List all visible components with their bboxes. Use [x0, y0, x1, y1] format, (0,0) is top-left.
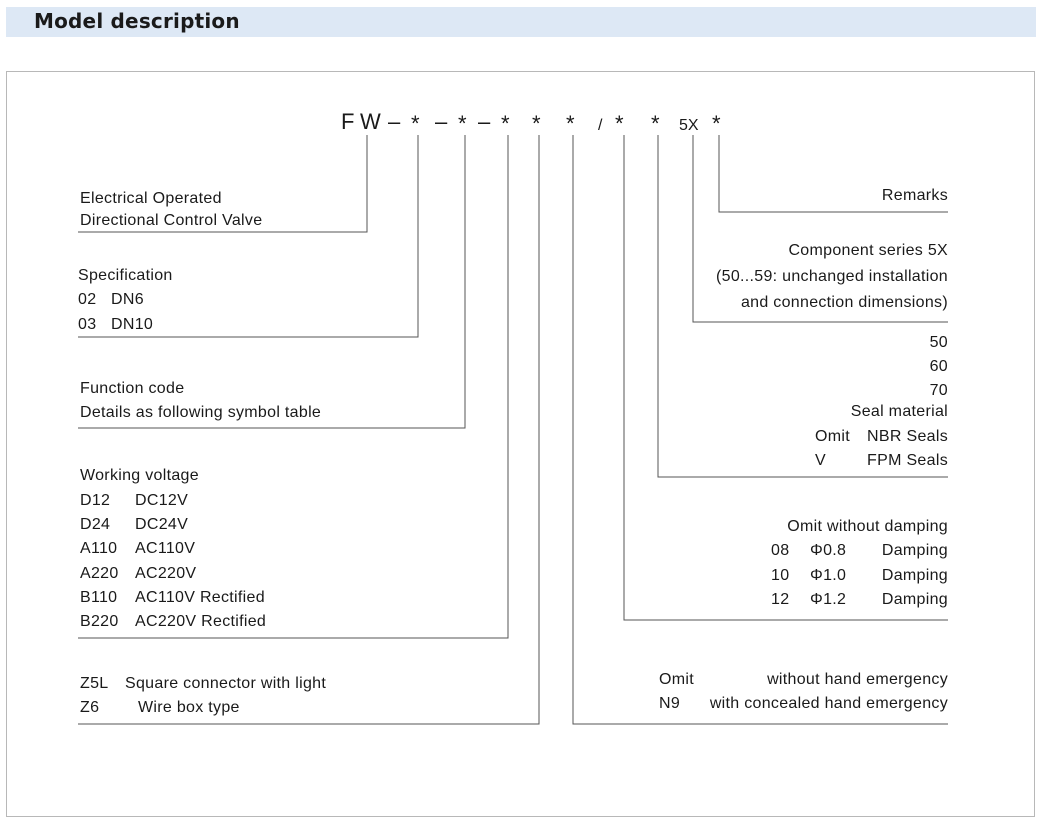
line-connector [78, 135, 540, 725]
connector-value: Wire box type [138, 699, 240, 716]
seal-value: NBR Seals [867, 428, 948, 445]
connector-code: Z6 [80, 699, 100, 716]
section-title: Model description [34, 9, 240, 33]
seal-code: V [815, 452, 826, 469]
damping-label: Damping [881, 542, 948, 559]
code-series: 5X [679, 117, 699, 134]
code-placeholder: * [458, 111, 467, 136]
component-line: Component series 5X [788, 242, 948, 259]
voltage-code: D24 [80, 516, 111, 533]
line-emergency [572, 135, 948, 725]
voltage-code: A110 [80, 540, 118, 557]
remarks-label: Remarks [881, 187, 948, 204]
diagram-frame [6, 71, 1035, 817]
function-line: Details as following symbol table [80, 404, 322, 421]
section-header: Model description [6, 7, 1036, 37]
emergency-value: with concealed hand emergency [709, 695, 948, 712]
function-line: Function code [80, 380, 185, 397]
code-dash: – [435, 109, 448, 134]
damping-label: Damping [881, 567, 948, 584]
line-damping [623, 135, 948, 621]
code-char: W [360, 109, 381, 134]
damping-code: 08 [771, 542, 790, 559]
code-placeholder: * [651, 111, 660, 136]
voltage-value: AC220V [135, 565, 197, 582]
seal-number: 70 [929, 382, 948, 399]
spec-value: DN10 [111, 316, 154, 333]
seal-title: Seal material [850, 403, 948, 420]
spec-code: 03 [78, 316, 97, 333]
code-placeholder: * [411, 111, 420, 136]
seal-number: 60 [929, 358, 948, 375]
spec-value: DN6 [111, 291, 144, 308]
connector-value: Square connector with light [125, 675, 327, 692]
emergency-value: without hand emergency [767, 671, 948, 688]
code-dash: – [388, 109, 401, 134]
line-function [78, 135, 466, 429]
voltage-code: D12 [80, 492, 111, 509]
code-slash: / [598, 117, 603, 134]
voltage-title: Working voltage [80, 467, 199, 484]
line-fw [78, 135, 368, 233]
spec-code: 02 [78, 291, 97, 308]
seal-number: 50 [929, 334, 948, 351]
code-placeholder: * [712, 111, 721, 136]
voltage-value: AC110V Rectified [135, 589, 265, 606]
specification-title: Specification [78, 267, 173, 284]
damping-code: 10 [771, 567, 790, 584]
damping-size: Φ1.0 [810, 567, 847, 584]
line-voltage [78, 135, 509, 639]
damping-code: 12 [771, 591, 790, 608]
damping-size: Φ0.8 [810, 542, 847, 559]
component-line: (50...59: unchanged installation [716, 268, 948, 285]
component-line: and connection dimensions) [740, 294, 948, 311]
damping-label: Damping [881, 591, 948, 608]
code-placeholder: * [615, 111, 624, 136]
code-char: F [341, 109, 355, 134]
code-placeholder: * [501, 111, 510, 136]
line-seal [657, 135, 948, 478]
voltage-code: B110 [80, 589, 118, 606]
voltage-value: DC12V [135, 492, 189, 509]
valve-line: Electrical Operated [80, 190, 222, 207]
valve-line: Directional Control Valve [80, 212, 263, 229]
voltage-code: B220 [80, 613, 119, 630]
code-placeholder: * [566, 111, 575, 136]
voltage-value: AC110V [135, 540, 196, 557]
voltage-value: AC220V Rectified [135, 613, 267, 630]
damping-size: Φ1.2 [810, 591, 847, 608]
emergency-code: N9 [659, 695, 681, 712]
code-placeholder: * [532, 111, 541, 136]
line-remarks [718, 135, 948, 213]
line-spec [78, 135, 419, 338]
seal-code: Omit [815, 428, 850, 445]
code-dash: – [478, 109, 491, 134]
connector-code: Z5L [80, 675, 109, 692]
line-component [692, 135, 948, 323]
emergency-code: Omit [659, 671, 694, 688]
voltage-code: A220 [80, 565, 119, 582]
damping-title: Omit without damping [787, 518, 948, 535]
seal-value: FPM Seals [867, 452, 948, 469]
voltage-value: DC24V [135, 516, 189, 533]
